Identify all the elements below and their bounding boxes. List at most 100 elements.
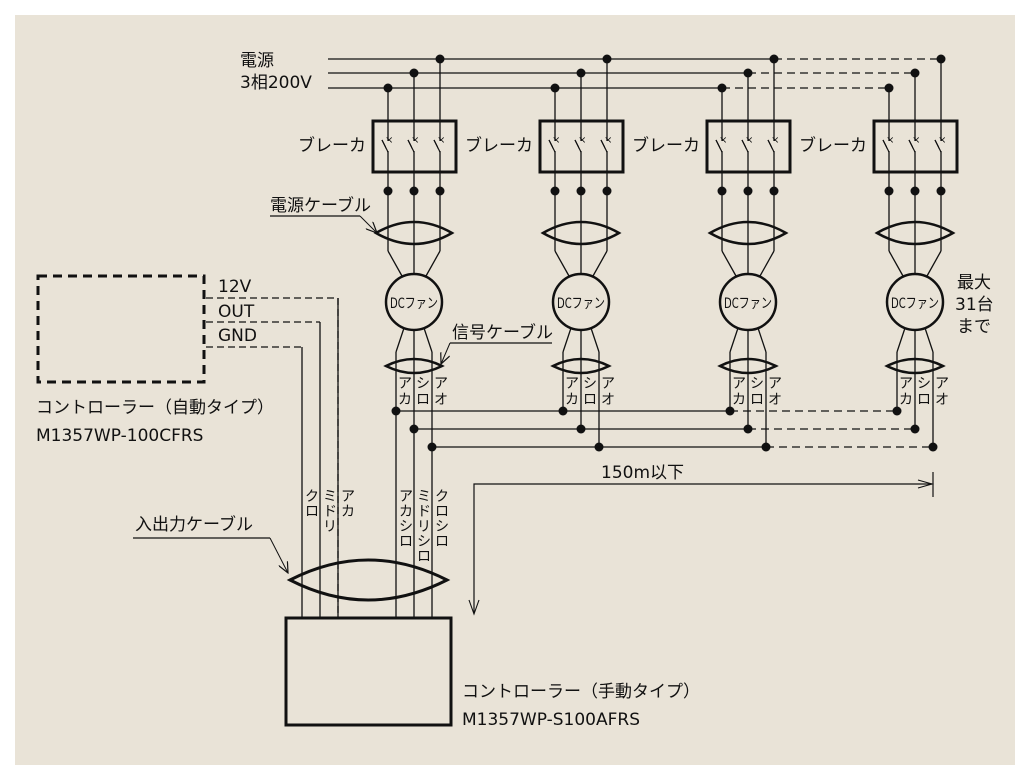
manual-controller-model: M1357WP-S100AFRS [462,710,640,730]
breaker-output-dot [717,186,727,196]
switch-blade [433,139,441,153]
signal-wire-label: シ [583,376,597,392]
signal-cable-label: 信号ケーブル [452,322,553,343]
breaker-box [705,119,792,174]
signal-wire-label: ロ [583,392,597,408]
breaker-label: ブレーカ [632,135,700,156]
power-wire [425,250,441,277]
switch-blade [767,139,775,153]
signal-wire-label: ロ [917,392,931,408]
signal-wire [896,327,906,353]
switch-mark: × [912,135,920,146]
io-wire-label: ア [399,489,413,505]
power-cable-label: 電源ケーブル [270,195,371,216]
io-cable-arrow [269,537,288,573]
switch-mark: × [552,135,560,146]
diagram-background [15,15,1015,765]
io-wire-label: ア [341,489,355,505]
switch-blade [934,139,942,153]
switch-blade [908,139,916,153]
io-wire-label: ド [323,504,337,520]
io-wire-label: ロ [435,504,449,520]
power-wire [554,250,570,277]
switch-gap [553,141,557,151]
switch-gap [579,141,583,151]
switch-mark: × [938,135,946,146]
signal-wire-label: ア [768,376,782,392]
dc-fan-label: DCファン [390,296,438,312]
signal-wire-label: ア [732,376,746,392]
io-wire-label: ロ [399,534,413,550]
switch-gap [913,141,917,151]
manual-controller-box [284,616,453,727]
signal-wire-label: オ [935,392,949,408]
power-bus-junction-dot [884,83,894,93]
breaker-label: ブレーカ [465,135,533,156]
power-cable-arrow [359,215,377,233]
breaker-output-dot [769,186,779,196]
signal-wire [757,327,767,353]
power-cable-bundle [540,220,622,246]
io-wire-label: ロ [417,549,431,565]
breaker-label: ブレーカ [799,135,867,156]
max-units-line2: 31台 [955,295,994,315]
terminal-out: OUT [218,302,255,322]
switch-blade [715,139,723,153]
io-wire-label: シ [417,534,431,550]
breaker-output-dot [936,186,946,196]
io-wire-label: シ [399,519,413,535]
switch-blade [600,139,608,153]
io-wire-label: ロ [435,534,449,550]
io-wire-label: ミ [323,489,337,505]
breaker-output-dot [884,186,894,196]
signal-wire [924,327,934,353]
breaker-output-dot [743,186,753,196]
power-supply-spec: 3相200V [240,73,312,93]
power-bus-junction-dot [936,54,946,64]
io-wire-label: シ [435,519,449,535]
signal-cable-bundle [717,357,779,375]
breaker-box [371,119,458,174]
signal-wire-label: オ [434,392,448,408]
distance-arrow-down [468,599,480,616]
power-cable-bundle [373,220,455,246]
manual-controller-name: コントローラー（手動タイプ） [462,682,700,702]
signal-wire-label: ア [565,376,579,392]
signal-bus-junction-dot [928,442,938,452]
io-cable-bundle [286,558,451,602]
terminal-12v: 12V [218,277,252,297]
switch-mark: × [385,135,393,146]
breaker-output-dot [550,186,560,196]
auto-controller-model: M1357WP-100CFRS [36,426,203,446]
signal-bus-junction-dot [910,424,920,434]
auto-controller-box [36,274,206,384]
breaker-label: ブレーカ [298,135,366,156]
power-bus-junction-dot [910,68,920,78]
signal-wire-label: ロ [416,392,430,408]
switch-blade [407,139,415,153]
io-wire-label: ド [417,504,431,520]
signal-wire [423,327,433,353]
power-wire [888,250,904,277]
dc-fan-label: DCファン [891,296,939,312]
switch-mark: × [886,135,894,146]
signal-wire-label: シ [416,376,430,392]
breaker-box [872,119,959,174]
power-cable-bundle [874,220,956,246]
signal-wire-label: カ [899,392,913,408]
signal-wire [590,327,600,353]
distance-arrow-right [917,479,935,489]
signal-wire [729,327,739,353]
signal-wire-label: ア [935,376,949,392]
breaker-output-dot [602,186,612,196]
power-wire [759,250,775,277]
io-wire-label: ロ [305,504,319,520]
signal-cable-bundle [550,357,612,375]
dc-fan-label: DCファン [724,296,772,312]
breaker-output-dot [576,186,586,196]
switch-mark: × [719,135,727,146]
signal-cable-arrow [441,342,451,364]
